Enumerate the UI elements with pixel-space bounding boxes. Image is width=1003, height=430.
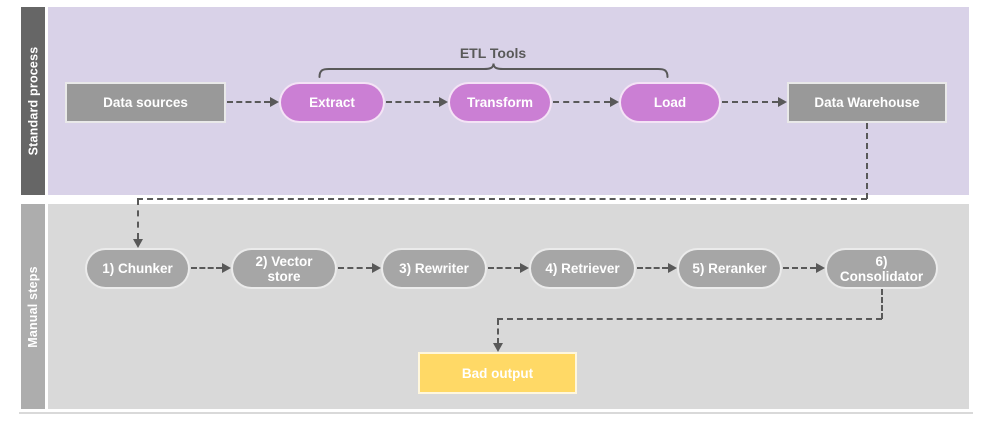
node-reranker: 5) Reranker — [677, 248, 782, 289]
edge-consolidator-badoutput-segment-across — [497, 318, 882, 320]
node-data-sources-label: Data sources — [103, 95, 188, 110]
node-extract: Extract — [279, 82, 385, 123]
edge-transform-load-arrowhead — [610, 97, 619, 107]
node-transform: Transform — [448, 82, 552, 123]
node-vector-store-label: 2) Vector store — [255, 253, 313, 284]
bottom-divider-line — [19, 412, 973, 414]
edge-warehouse-chunker-segment-drop — [137, 199, 139, 239]
node-data-warehouse-label: Data Warehouse — [814, 95, 920, 110]
node-vector-store: 2) Vector store — [231, 248, 337, 289]
edge-rewriter-retriever-line — [488, 267, 520, 269]
edge-reranker-consolidator-arrowhead — [816, 263, 825, 273]
edge-consolidator-badoutput-segment-drop — [497, 319, 499, 344]
node-consolidator: 6) Consolidator — [825, 248, 938, 289]
node-extract-label: Extract — [309, 95, 355, 110]
lane-manual-steps-bar: Manual steps — [21, 204, 45, 409]
edge-warehouse-chunker-segment-down — [866, 123, 868, 199]
edge-rewriter-retriever-arrowhead — [520, 263, 529, 273]
node-consolidator-label: 6) Consolidator — [839, 253, 924, 284]
edge-extract-transform-arrowhead — [439, 97, 448, 107]
node-reranker-label: 5) Reranker — [692, 261, 767, 276]
node-rewriter: 3) Rewriter — [381, 248, 487, 289]
node-load: Load — [619, 82, 721, 123]
node-chunker-label: 1) Chunker — [102, 261, 173, 276]
node-bad-output-label: Bad output — [461, 365, 534, 381]
node-chunker: 1) Chunker — [85, 248, 190, 289]
node-bad-output: Bad output — [418, 352, 577, 394]
node-data-sources: Data sources — [65, 82, 226, 123]
node-retriever: 4) Retriever — [529, 248, 636, 289]
edge-chunker-vectorstore-line — [191, 267, 222, 269]
edge-chunker-vectorstore-arrowhead — [222, 263, 231, 273]
edge-datasources-extract-line — [227, 101, 270, 103]
edge-vectorstore-rewriter-line — [338, 267, 372, 269]
lane-standard-process-label: Standard process — [26, 46, 41, 156]
curly-brace — [318, 63, 669, 78]
edge-load-warehouse-line — [722, 101, 778, 103]
edge-retriever-reranker-arrowhead — [668, 263, 677, 273]
node-data-warehouse: Data Warehouse — [787, 82, 947, 123]
edge-retriever-reranker-line — [637, 267, 668, 269]
edge-vectorstore-rewriter-arrowhead — [372, 263, 381, 273]
node-rewriter-label: 3) Rewriter — [399, 261, 469, 276]
edge-warehouse-chunker-arrowhead — [133, 239, 143, 248]
edge-transform-load-line — [553, 101, 610, 103]
edge-extract-transform-line — [386, 101, 439, 103]
edge-warehouse-chunker-segment-across — [137, 198, 867, 200]
edge-reranker-consolidator-line — [783, 267, 816, 269]
node-transform-label: Transform — [466, 95, 534, 110]
edge-datasources-extract-arrowhead — [270, 97, 279, 107]
edge-consolidator-badoutput-segment-down — [881, 289, 883, 319]
edge-load-warehouse-arrowhead — [778, 97, 787, 107]
edge-consolidator-badoutput-arrowhead — [493, 343, 503, 352]
node-retriever-label: 4) Retriever — [545, 261, 620, 276]
lane-manual-steps-label: Manual steps — [26, 265, 40, 348]
node-load-label: Load — [653, 95, 687, 110]
lane-standard-process-bar: Standard process — [21, 7, 45, 195]
etl-tools-annotation: ETL Tools — [459, 45, 527, 61]
